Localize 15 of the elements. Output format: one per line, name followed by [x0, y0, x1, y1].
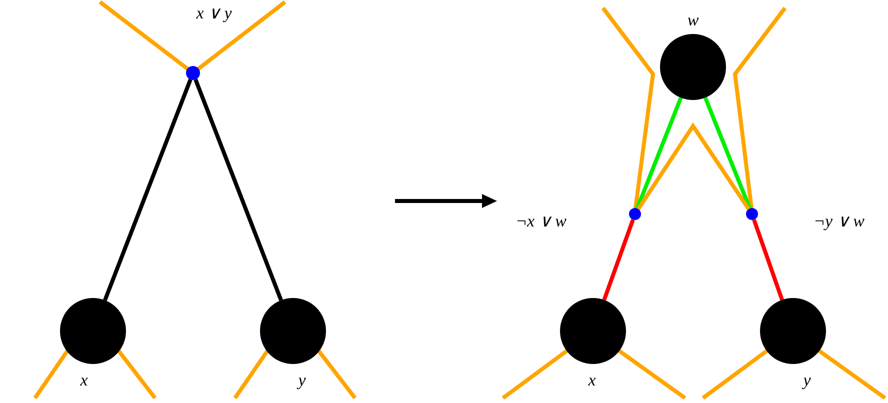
variable-label: x — [80, 372, 88, 388]
variable-label: x — [588, 372, 596, 388]
variable-label: ¬x ∨ w — [516, 212, 566, 230]
variable-label: w — [687, 12, 699, 28]
edge-line — [752, 219, 784, 301]
edge-line — [703, 96, 752, 210]
edge-line — [636, 122, 750, 210]
edge-line — [635, 96, 683, 210]
edge-line — [194, 78, 283, 301]
edge-line — [103, 78, 192, 301]
variable-label: y — [803, 372, 811, 388]
variable-label: x ∨ y — [196, 4, 232, 22]
variable-label: y — [298, 372, 306, 388]
variable-label: ¬y ∨ w — [814, 212, 864, 230]
edge-line — [602, 218, 635, 301]
